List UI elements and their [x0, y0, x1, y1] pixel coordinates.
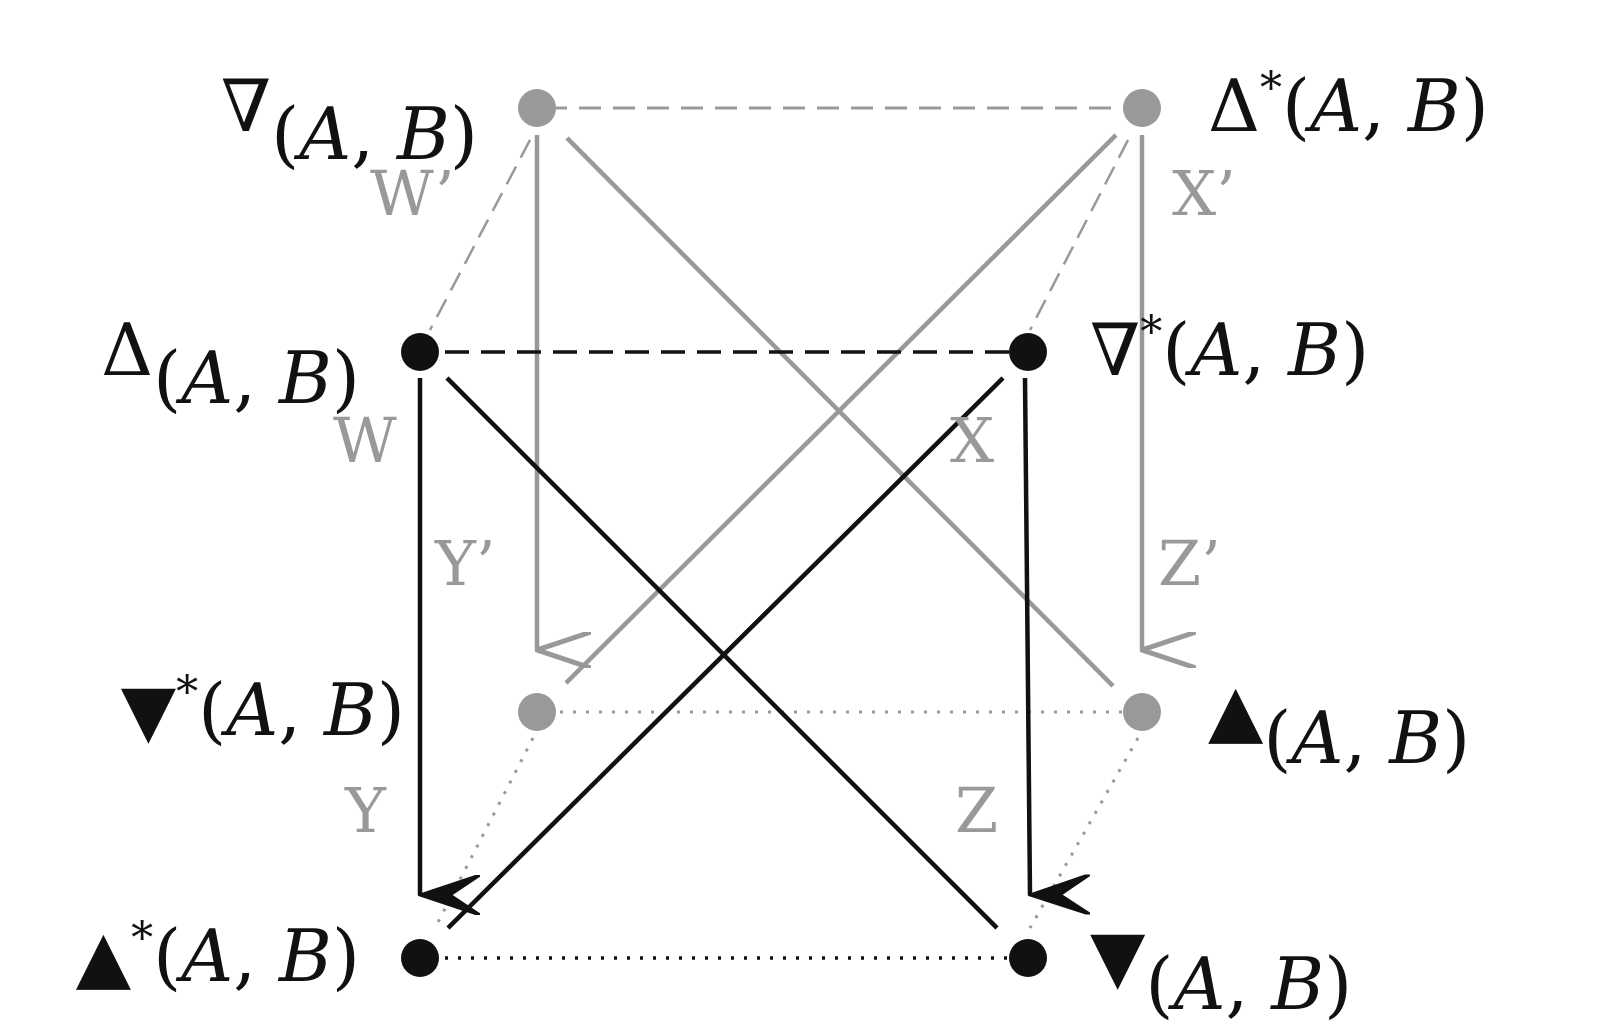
edge-nabla-star-to-filled-delta-star-diagonal: [446, 376, 1005, 930]
node-dot-nabla: [518, 89, 556, 127]
node-dot-filled-delta: [1123, 693, 1161, 731]
edge-nabla-star-to-filled-nabla: [1022, 377, 1030, 895]
node-labels: ∇(A, B) Δ*(A, B) Δ(A, B) ∇*(A, B) ▼*(A, …: [76, 63, 1489, 1026]
node-label-nabla: ∇(A, B): [221, 64, 478, 176]
edge-delta-to-filled-nabla-diagonal: [445, 376, 999, 930]
node-label-filled-nabla-star: ▼*(A, B): [121, 667, 405, 752]
node-dot-filled-delta-star: [401, 939, 439, 977]
edge-label-z-prime: Z’: [1158, 527, 1221, 600]
node-label-filled-delta-star: ▲*(A, B): [76, 913, 360, 998]
edge-w-prime: [428, 139, 532, 331]
node-label-nabla-star: ∇*(A, B): [1090, 307, 1369, 392]
node-dot-filled-nabla: [1009, 939, 1047, 977]
edge-label-y-prime: Y’: [434, 527, 496, 600]
node-label-delta: Δ(A, B): [101, 308, 360, 420]
back-layer: W’ X’ Y’ Z’: [370, 89, 1236, 929]
edge-label-y: Y: [344, 774, 387, 847]
edge-y-prime-dotted: [433, 737, 535, 929]
edge-label-w-prime: W’: [370, 157, 455, 230]
node-label-filled-delta: ▲(A, B): [1208, 668, 1470, 780]
node-dot-delta: [401, 333, 439, 371]
edge-z-prime-dotted: [1028, 737, 1140, 929]
node-dot-nabla-star: [1009, 333, 1047, 371]
node-label-delta-star: Δ*(A, B): [1208, 63, 1489, 148]
edge-label-z: Z: [955, 774, 998, 847]
node-label-filled-nabla: ▼(A, B): [1090, 914, 1352, 1026]
front-layer: W X Y Z: [333, 333, 1047, 977]
edge-x-prime-dashed: [1028, 139, 1130, 331]
edge-label-x-prime: X’: [1172, 157, 1236, 230]
edge-label-w: W: [333, 404, 397, 477]
node-dot-filled-nabla-star: [518, 693, 556, 731]
node-dot-delta-star: [1123, 89, 1161, 127]
edge-label-x: X: [950, 404, 994, 477]
